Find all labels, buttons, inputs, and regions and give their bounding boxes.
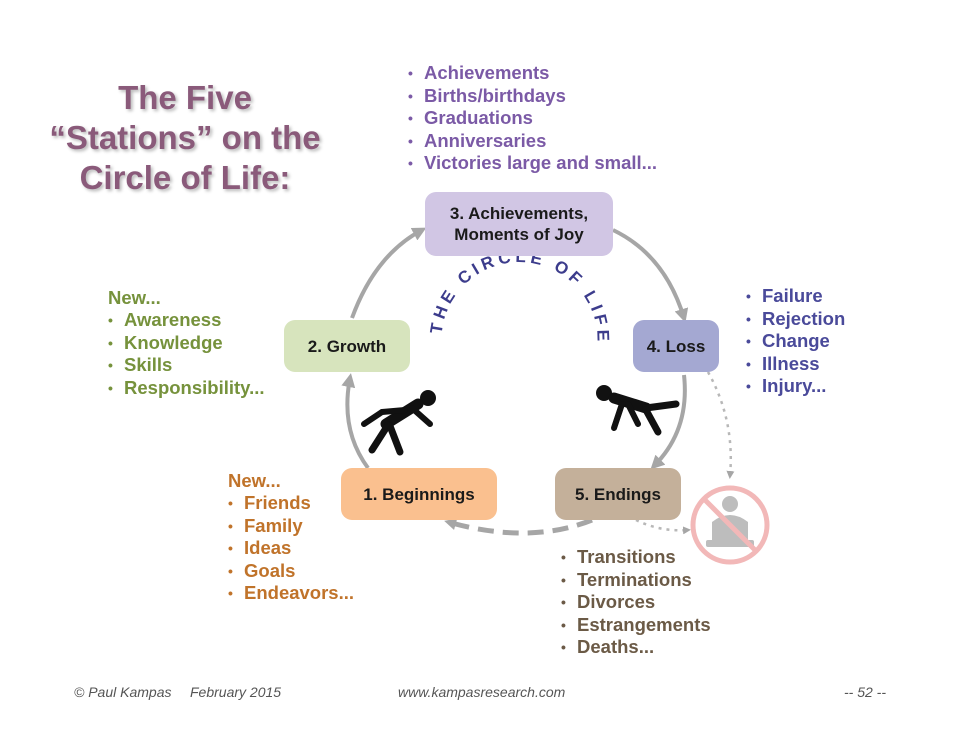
growth-list: Awareness Knowledge Skills Responsibilit… [108,309,264,399]
circle-of-life-arc-label: THE CIRCLE OF LIFE [427,247,613,345]
footer-copyright: © Paul Kampas [74,684,172,700]
beginnings-list: Friends Family Ideas Goals Endeavors... [228,492,354,605]
station-label: 1. Beginnings [363,484,475,504]
title-line: The Five [118,79,252,116]
list-item: Deaths... [561,636,711,659]
arrow-growth-to-achievements [350,227,427,319]
station-endings: 5. Endings [555,468,681,520]
list-item: Illness [746,353,845,376]
growth-list-heading: New... [108,287,161,308]
station-beginnings: 1. Beginnings [341,468,497,520]
title-line: “Stations” on the [49,119,321,156]
loss-list: Failure Rejection Change Illness Injury.… [746,285,845,398]
arrow-endings-to-beginnings [444,517,593,536]
list-item: Births/birthdays [408,85,657,108]
station-label: 5. Endings [575,484,661,504]
footer-date: February 2015 [190,684,282,700]
dotted-arrow-loss-to-grief [706,371,735,479]
arrow-loss-to-endings [650,374,687,470]
station-label: 2. Growth [307,336,387,356]
list-item: Estrangements [561,614,711,637]
no-grieving-person-icon [690,485,770,565]
list-item: Change [746,330,845,353]
beginnings-list-heading: New... [228,470,281,491]
list-item: Responsibility... [108,377,264,400]
arrow-achievements-to-loss [612,228,689,323]
page-title: The Five “Stations” on the Circle of Lif… [30,78,340,198]
title-line: Circle of Life: [79,159,291,196]
list-item: Terminations [561,569,711,592]
falling-person-icon [361,390,436,456]
footer-page-number: -- 52 -- [844,684,886,700]
list-item: Skills [108,354,264,377]
list-item: Awareness [108,309,264,332]
station-achievements: 3. Achievements, Moments of Joy [425,192,613,256]
list-item: Achievements [408,62,657,85]
achievements-list: Achievements Births/birthdays Graduation… [408,62,657,175]
list-item: Transitions [561,546,711,569]
list-item: Failure [746,285,845,308]
list-item: Graduations [408,107,657,130]
footer-website: www.kampasresearch.com [398,684,566,700]
station-loss: 4. Loss [633,320,719,372]
station-growth: 2. Growth [284,320,410,372]
list-item: Divorces [561,591,711,614]
list-item: Ideas [228,537,354,560]
station-label: 4. Loss [646,336,706,356]
list-item: Knowledge [108,332,264,355]
station-label: 3. Achievements, Moments of Joy [449,204,589,244]
list-item: Anniversaries [408,130,657,153]
list-item: Goals [228,560,354,583]
arrow-beginnings-to-growth [341,373,370,470]
tripping-person-icon [596,385,680,436]
list-item: Endeavors... [228,582,354,605]
list-item: Victories large and small... [408,152,657,175]
list-item: Injury... [746,375,845,398]
list-item: Friends [228,492,354,515]
dotted-arrow-endings-to-grief [635,518,691,535]
list-item: Rejection [746,308,845,331]
endings-list: Transitions Terminations Divorces Estran… [561,546,711,659]
list-item: Family [228,515,354,538]
